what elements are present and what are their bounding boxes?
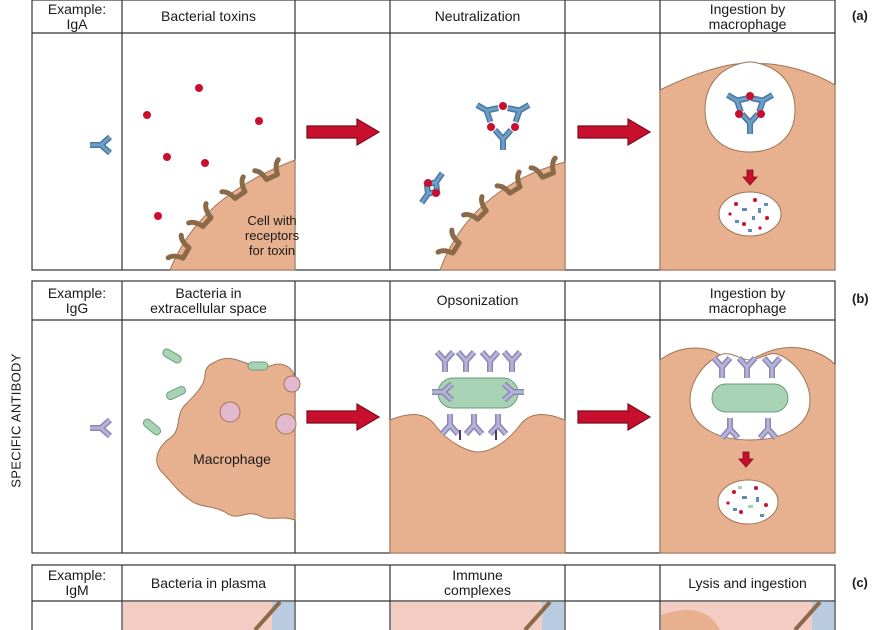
- panel-label-c: (c): [852, 575, 868, 590]
- row-c: Example: IgM Bacteria in plasma Immune c…: [32, 565, 835, 601]
- cell-receptor-label: Cell with receptors for toxin: [244, 213, 300, 258]
- col-label-ingestion-a: Ingestion by macrophage: [708, 0, 787, 32]
- macrophage-label: Macrophage: [193, 450, 271, 467]
- col-label-opsonization: Opsonization: [436, 292, 519, 308]
- col-label-neutralization: Neutralization: [434, 8, 521, 24]
- example-label-iga: Example: IgA: [47, 0, 107, 32]
- col-label-ingestion-b: Ingestion by macrophage: [708, 284, 787, 316]
- example-label-igg: Example: IgG: [47, 284, 107, 316]
- col-label-bacterial-toxins: Bacterial toxins: [161, 8, 256, 24]
- col-label-bacteria-extracellular: Bacteria in extracellular space: [150, 284, 267, 316]
- col-label-bacteria-plasma: Bacteria in plasma: [150, 574, 267, 591]
- row-b: Example: IgG Bacteria in extracellular s…: [32, 281, 835, 553]
- example-label-igm: Example: IgM: [47, 567, 107, 598]
- panel-label-a: (a): [852, 8, 868, 23]
- col-label-lysis-ingestion: Lysis and ingestion: [688, 574, 807, 591]
- row-a: Example: IgA Bacterial toxins Neutraliza…: [32, 0, 835, 270]
- panel-label-b: (b): [852, 291, 869, 306]
- col-label-immune-complexes: Immune complexes: [444, 567, 511, 598]
